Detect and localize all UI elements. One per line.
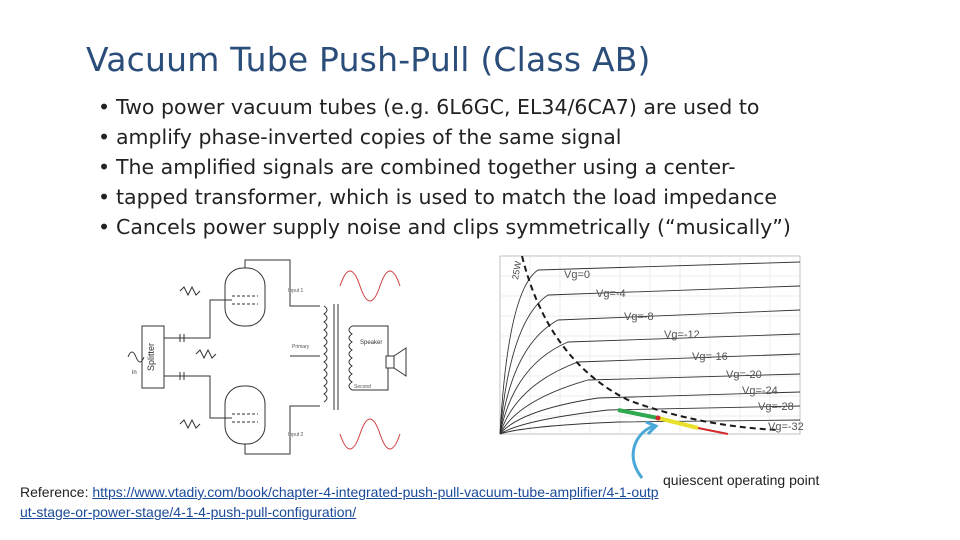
plate-curve: [499, 261, 801, 435]
circuit-label: Primary: [292, 344, 310, 350]
splitter-box: [141, 325, 165, 389]
bullet-item: Two power vacuum tubes (e.g. 6L6GC, EL34…: [96, 92, 896, 122]
plate-curve: [499, 353, 801, 435]
vg-label: Vg=-24: [742, 385, 778, 397]
bullet-list: Two power vacuum tubes (e.g. 6L6GC, EL34…: [96, 92, 896, 242]
callout-arrow-icon: [631, 420, 659, 479]
load-line-green: [617, 408, 659, 420]
load-line-yellow: [657, 416, 699, 430]
circuit-label: Input 2: [288, 432, 304, 438]
plate-curve: [499, 391, 801, 435]
lower-tube-icon: [224, 385, 266, 445]
bullet-item: Cancels power supply noise and clips sym…: [96, 212, 896, 242]
chart-grid: [500, 256, 800, 434]
reference-link[interactable]: https://www.vtadiy.com/book/chapter-4-in…: [20, 484, 659, 520]
reference-text: Reference: https://www.vtadiy.com/book/c…: [20, 482, 660, 522]
bullet-continuation: amplify phase-inverted copies of the sam…: [96, 122, 896, 152]
plate-curve: [499, 373, 801, 435]
vg-label: Vg=-4: [596, 288, 626, 300]
plate-curve: [499, 309, 801, 435]
output-sine-top-icon: [339, 270, 401, 302]
callout-label: quiescent operating point: [663, 472, 820, 488]
plate-curve: [499, 285, 801, 435]
load-line-red: [697, 427, 729, 435]
bullet-text: amplify phase-inverted copies of the sam…: [116, 125, 622, 149]
bullet-text: Cancels power supply noise and clips sym…: [116, 215, 791, 239]
splitter-label: Splitter: [146, 343, 156, 371]
reference-label: Reference:: [20, 484, 89, 500]
plate-curve: [499, 333, 801, 435]
plate-curve: [499, 405, 801, 435]
power-limit-curve: [521, 255, 779, 431]
plate-curve: [499, 419, 801, 435]
vg-label: Vg=-20: [726, 369, 762, 381]
slide-title: Vacuum Tube Push-Pull (Class AB): [86, 40, 651, 79]
plate-curves-chart: 25W Vg=0 Vg=-4 Vg=-8 Vg=-12 Vg=-16 Vg=-2…: [499, 255, 804, 435]
bullet-text: The amplified signals are combined toget…: [116, 155, 736, 179]
vg-label: Vg=-8: [624, 311, 654, 323]
vg-label: Vg=-12: [664, 329, 700, 341]
bullet-item: The amplified signals are combined toget…: [96, 152, 896, 182]
circuit-label: Second: [354, 384, 371, 390]
resistor-icon: [179, 285, 201, 297]
vg-label: Vg=-32: [768, 421, 804, 433]
push-pull-schematic: Splitter in Speaker Input 1 Input 2 Prim…: [127, 259, 407, 455]
speaker-icon: [385, 355, 395, 369]
vg-label: Vg=-16: [692, 351, 728, 363]
speaker-label: Speaker: [360, 340, 382, 346]
primary-coil-icon: [323, 305, 328, 403]
upper-tube-icon: [224, 267, 266, 327]
bullet-text: Two power vacuum tubes (e.g. 6L6GC, EL34…: [116, 95, 760, 119]
power-label: 25W: [510, 260, 523, 280]
input-sine-icon: [127, 351, 145, 363]
bullet-text: tapped transformer, which is used to mat…: [116, 185, 777, 209]
vg-label: Vg=0: [564, 269, 590, 281]
secondary-coil-icon: [348, 325, 353, 391]
vg-label: Vg=-28: [758, 401, 794, 413]
output-sine-bottom-icon: [339, 418, 401, 450]
in-label: in: [132, 370, 137, 376]
circuit-label: Input 1: [288, 288, 304, 294]
plate-curve-set: [499, 261, 801, 435]
q-point-marker: [655, 415, 661, 421]
bullet-continuation: tapped transformer, which is used to mat…: [96, 182, 896, 212]
